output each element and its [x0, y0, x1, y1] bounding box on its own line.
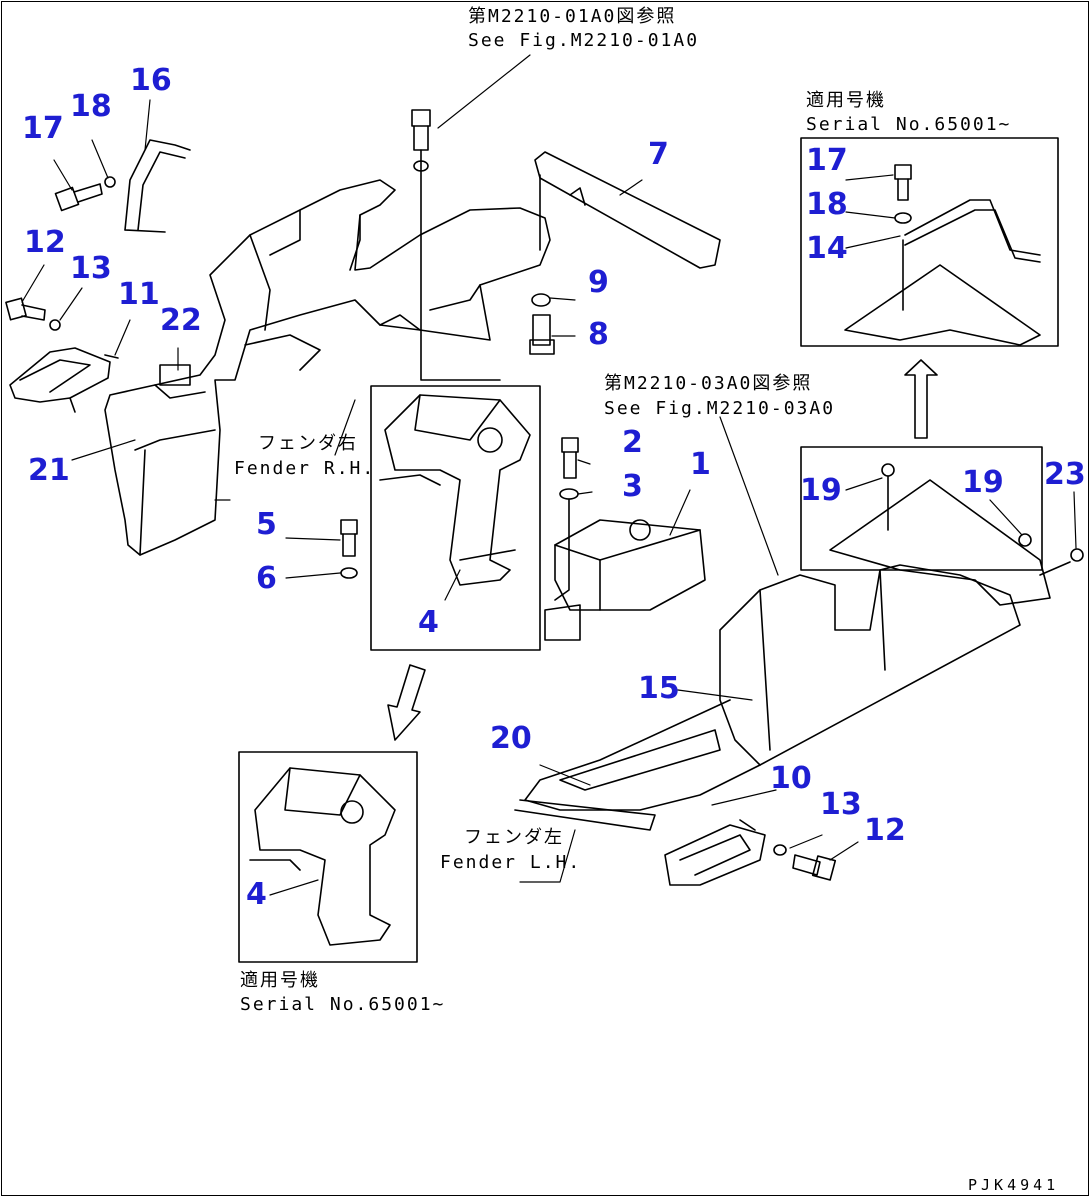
callout-1: 1 [690, 447, 711, 482]
support-4-lower-drawing [249, 767, 396, 946]
callout-22: 22 [160, 303, 202, 338]
callout-9: 9 [588, 265, 609, 300]
callout-10: 10 [770, 761, 812, 796]
callout-12-left: 12 [24, 225, 66, 260]
washer-3 [559, 488, 579, 500]
serial-lower-jp: 適用号機 [240, 970, 320, 991]
arrow-down-detail [387, 664, 426, 741]
serial-lower-en: Serial No.65001~ [240, 994, 446, 1015]
ref-01a0-jp: 第M2210-01A0図参照 [468, 6, 677, 27]
callout-12-right: 12 [864, 813, 906, 848]
bolt-17-left [54, 183, 103, 212]
callout-4-main: 4 [418, 605, 439, 640]
bracket-1-drawing [544, 519, 706, 641]
washer-13-left [49, 319, 61, 331]
support-detail-box-lower [238, 751, 418, 963]
callout-11: 11 [118, 277, 160, 312]
callout-23: 23 [1044, 457, 1086, 492]
support-detail-box [370, 385, 541, 651]
callout-13-left: 13 [70, 251, 112, 286]
leader-lines [21, 54, 1077, 896]
step-rh-drawing [9, 347, 119, 413]
fender-lh-drawing [514, 564, 1021, 831]
fender-lh-en: Fender L.H. [440, 852, 582, 873]
plate-7-drawing [534, 151, 721, 269]
bolt-5-drawing [340, 519, 358, 557]
washer-18-left [104, 176, 116, 188]
callout-20: 20 [490, 721, 532, 756]
handle-16-drawing [124, 139, 191, 233]
fender-rh-jp: フェンダ右 [258, 433, 358, 454]
fender-lh-jp: フェンダ左 [464, 827, 564, 848]
callout-13-right: 13 [820, 787, 862, 822]
serial-upper-jp: 適用号機 [806, 90, 886, 111]
top-bolt-drawing [411, 109, 501, 381]
arrow-up-detail [904, 359, 938, 439]
callout-17-left: 17 [22, 111, 64, 146]
ref-01a0-en: See Fig.M2210-01A0 [468, 30, 700, 51]
callout-3: 3 [622, 469, 643, 504]
callout-8: 8 [588, 317, 609, 352]
washer-13-right [773, 844, 787, 856]
washer-6 [340, 567, 358, 579]
callout-19-right: 19 [962, 465, 1004, 500]
callout-4-lower: 4 [246, 877, 267, 912]
callout-18-left: 18 [70, 89, 112, 124]
bolt-12-right [792, 854, 837, 881]
callout-6: 6 [256, 561, 277, 596]
bolt-2-drawing [561, 437, 579, 479]
callout-21: 21 [28, 453, 70, 488]
callout-17-right: 17 [806, 143, 848, 178]
fender-rh-drawing [104, 179, 551, 556]
support-4-drawing [379, 394, 531, 586]
fender-rh-en: Fender R.H. [234, 458, 376, 479]
cover-19-drawing [829, 463, 1084, 606]
drawing-code: PJK4941 [968, 1176, 1060, 1194]
callout-18-right: 18 [806, 187, 848, 222]
callout-16: 16 [130, 63, 172, 98]
callout-5: 5 [256, 507, 277, 542]
callout-19-left: 19 [800, 473, 842, 508]
callout-15: 15 [638, 671, 680, 706]
bolt-12-left [5, 297, 46, 321]
serial-detail-box-lower [800, 446, 1043, 571]
serial-detail-box-upper [800, 137, 1059, 347]
bolt-8-drawing [529, 293, 555, 355]
serial-upper-en: Serial No.65001~ [806, 114, 1012, 135]
callout-14: 14 [806, 231, 848, 266]
line-3 [554, 498, 570, 601]
step-10-drawing [664, 819, 766, 886]
ref-03a0-en: See Fig.M2210-03A0 [604, 398, 836, 419]
ref-03a0-jp: 第M2210-03A0図参照 [604, 373, 813, 394]
handle-14-drawing [844, 164, 1041, 346]
callout-2: 2 [622, 425, 643, 460]
callout-7: 7 [648, 137, 669, 172]
